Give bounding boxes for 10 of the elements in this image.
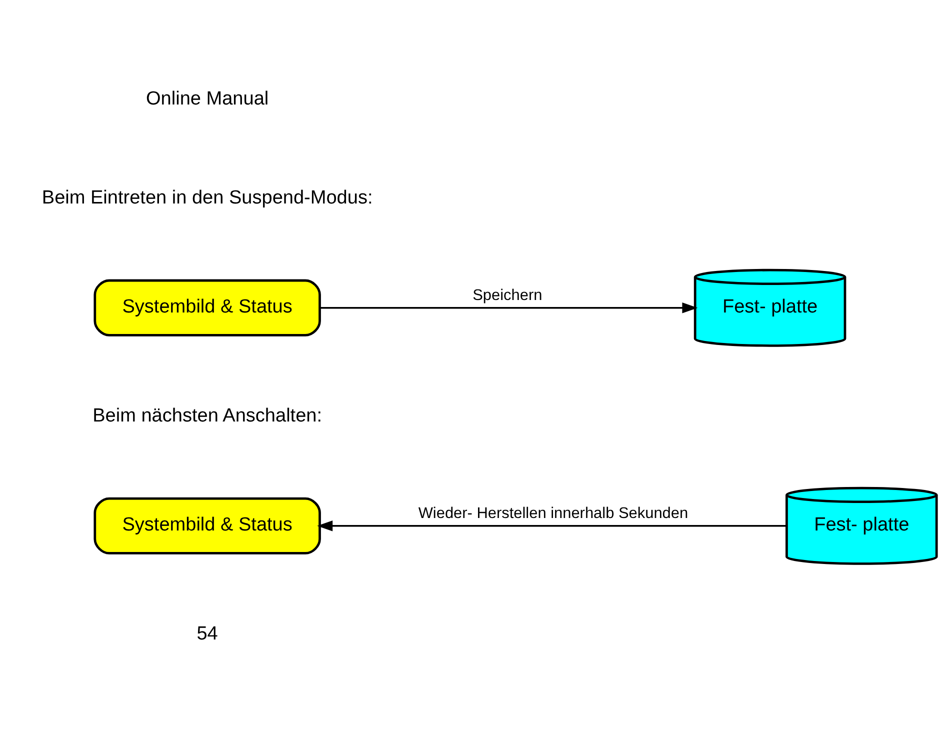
label: Beim nächsten Anschalten:: [92, 405, 322, 426]
arrow: [320, 302, 698, 314]
node-box: Systembild & Status: [94, 279, 321, 336]
label: Beim Eintreten in den Suspend-Modus:: [42, 187, 373, 208]
node-box: Systembild & Status: [94, 497, 321, 554]
label: 54: [196, 623, 218, 644]
edge-label: Speichern: [472, 287, 542, 304]
arrow: [317, 520, 786, 532]
label: Online Manual: [146, 88, 269, 110]
edge-label: Wieder- Herstellen innerhalb Sekunden: [418, 505, 688, 522]
